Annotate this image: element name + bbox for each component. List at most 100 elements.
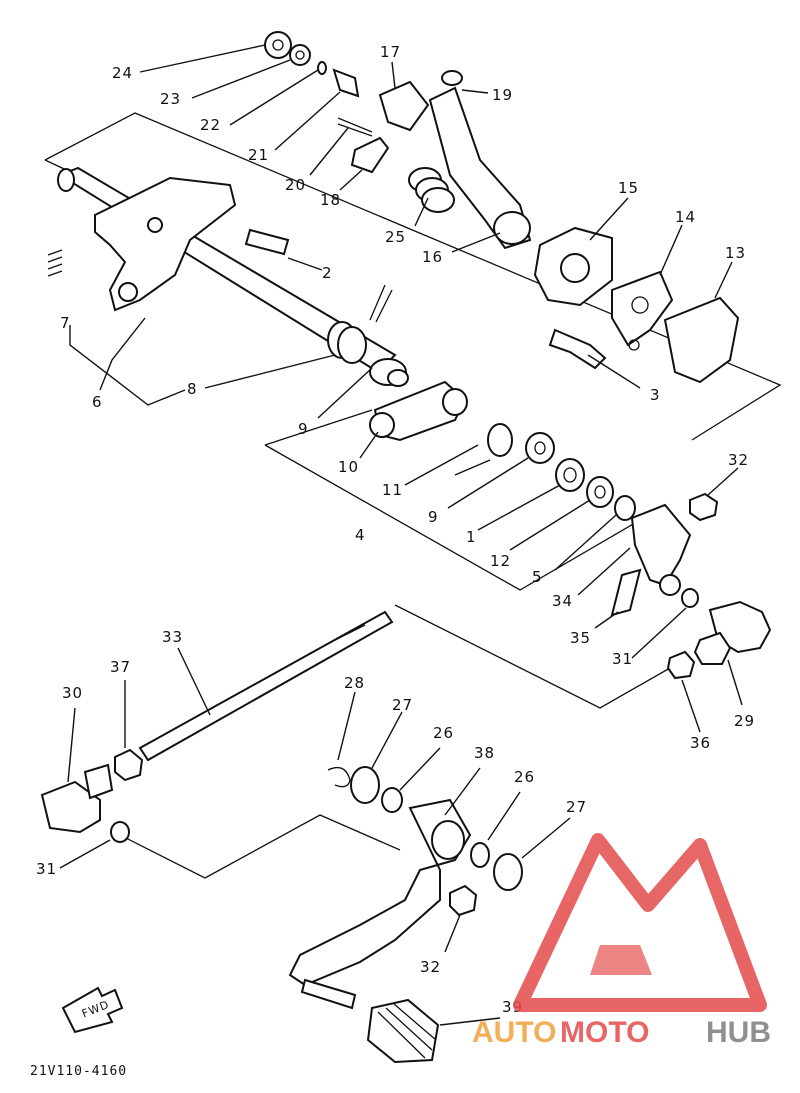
callout-25: 25	[385, 228, 406, 246]
callout-32-upper: 32	[728, 451, 749, 469]
shift-rod-33	[138, 610, 394, 762]
callout-18: 18	[320, 191, 341, 209]
callout-14: 14	[675, 208, 696, 226]
callout-1: 1	[466, 528, 477, 546]
drawing-code: 21V110-4160	[30, 1064, 127, 1079]
callout-6: 6	[92, 393, 103, 411]
bolt-35	[610, 568, 642, 617]
callout-24: 24	[112, 64, 133, 82]
peg-shaft	[300, 978, 357, 1010]
logo-word-auto: AUTO	[472, 1016, 556, 1049]
lever-16	[428, 86, 532, 250]
rubber-39	[366, 998, 440, 1064]
nut-36	[666, 650, 696, 680]
washer-27-left	[350, 766, 380, 804]
plate-15	[533, 226, 613, 307]
callout-17: 17	[380, 43, 401, 61]
callout-29: 29	[734, 712, 755, 730]
bolt-3	[548, 328, 607, 370]
callout-2: 2	[322, 264, 333, 282]
washer-5	[614, 495, 636, 521]
collar	[369, 358, 409, 387]
rod-end-30	[40, 763, 114, 834]
callout-21: 21	[248, 146, 269, 164]
clip-28	[327, 766, 351, 788]
bushing-24	[264, 31, 292, 59]
callout-27-left: 27	[392, 696, 413, 714]
callout-19: 19	[492, 86, 513, 104]
callout-38: 38	[474, 744, 495, 762]
callout-27-right: 27	[566, 798, 587, 816]
callout-35: 35	[570, 629, 591, 647]
nut-37	[114, 748, 144, 782]
logo-triangle-outer	[513, 833, 767, 1012]
callout-4: 4	[355, 526, 366, 544]
lever-10	[369, 380, 468, 442]
callout-16: 16	[422, 248, 443, 266]
seal-12	[586, 476, 614, 508]
callout-28: 28	[344, 674, 365, 692]
callout-33: 33	[162, 628, 183, 646]
spring-25	[408, 167, 455, 213]
nut-32-lower	[449, 884, 478, 917]
callout-37: 37	[110, 658, 131, 676]
spring-9-upper	[327, 284, 393, 364]
automotohub-logo: AUTO MOTO HUB	[472, 833, 771, 1049]
callout-34: 34	[552, 592, 573, 610]
washer-27-right	[493, 853, 523, 891]
logo-word-moto: MOTO	[560, 1016, 649, 1049]
callout-13: 13	[725, 244, 746, 262]
bushing-1	[555, 458, 585, 492]
callout-30: 30	[62, 684, 83, 702]
washer-31-right	[681, 588, 699, 608]
callout-32-lower: 32	[420, 958, 441, 976]
callout-23: 23	[160, 90, 181, 108]
rod-end-29	[693, 600, 772, 665]
pin-18	[350, 136, 390, 174]
callout-36: 36	[690, 734, 711, 752]
o-ring-26-right	[470, 842, 490, 868]
callout-31-left: 31	[36, 860, 57, 878]
o-ring-26-left	[381, 787, 403, 813]
callout-26-right: 26	[514, 768, 535, 786]
callout-20: 20	[285, 176, 306, 194]
pedal-38	[288, 798, 472, 987]
callout-10: 10	[338, 458, 359, 476]
callout-15: 15	[618, 179, 639, 197]
ring-22	[317, 61, 327, 75]
washer-23	[289, 44, 311, 66]
callout-7: 7	[60, 314, 71, 332]
logo-word-hub: HUB	[706, 1016, 771, 1049]
cam-plate-13	[663, 296, 740, 384]
spring-11	[454, 423, 513, 476]
callout-labels: 24 23 22 21 20 18 17 19 25 16 15 14 13 2…	[36, 43, 755, 1016]
fwd-arrow-icon: FWD	[61, 986, 124, 1034]
logo-triangle-inner	[590, 945, 652, 975]
nut-32-upper	[689, 492, 719, 522]
callout-3: 3	[650, 386, 661, 404]
joint-17	[378, 80, 430, 132]
assembly-outline-lower	[119, 814, 401, 879]
callout-5: 5	[532, 568, 543, 586]
callout-22: 22	[200, 116, 221, 134]
cotter-pin-20	[337, 117, 373, 137]
bolt-21	[332, 68, 360, 98]
arm-34	[630, 503, 692, 596]
callout-9-upper: 9	[298, 420, 309, 438]
assembly-outline-link	[394, 604, 671, 709]
washer-31-left	[110, 821, 130, 843]
spring-7	[47, 249, 63, 277]
clip-19	[441, 70, 463, 86]
pin-2	[244, 228, 290, 256]
assembly-outline-middle	[264, 409, 641, 591]
callout-26-left: 26	[433, 724, 454, 742]
callout-12: 12	[490, 552, 511, 570]
leader-lines	[59, 44, 743, 1026]
callout-11: 11	[382, 481, 403, 499]
washer-9	[525, 432, 555, 464]
callout-31-right: 31	[612, 650, 633, 668]
callout-8: 8	[187, 380, 198, 398]
shift-arm	[94, 176, 237, 312]
